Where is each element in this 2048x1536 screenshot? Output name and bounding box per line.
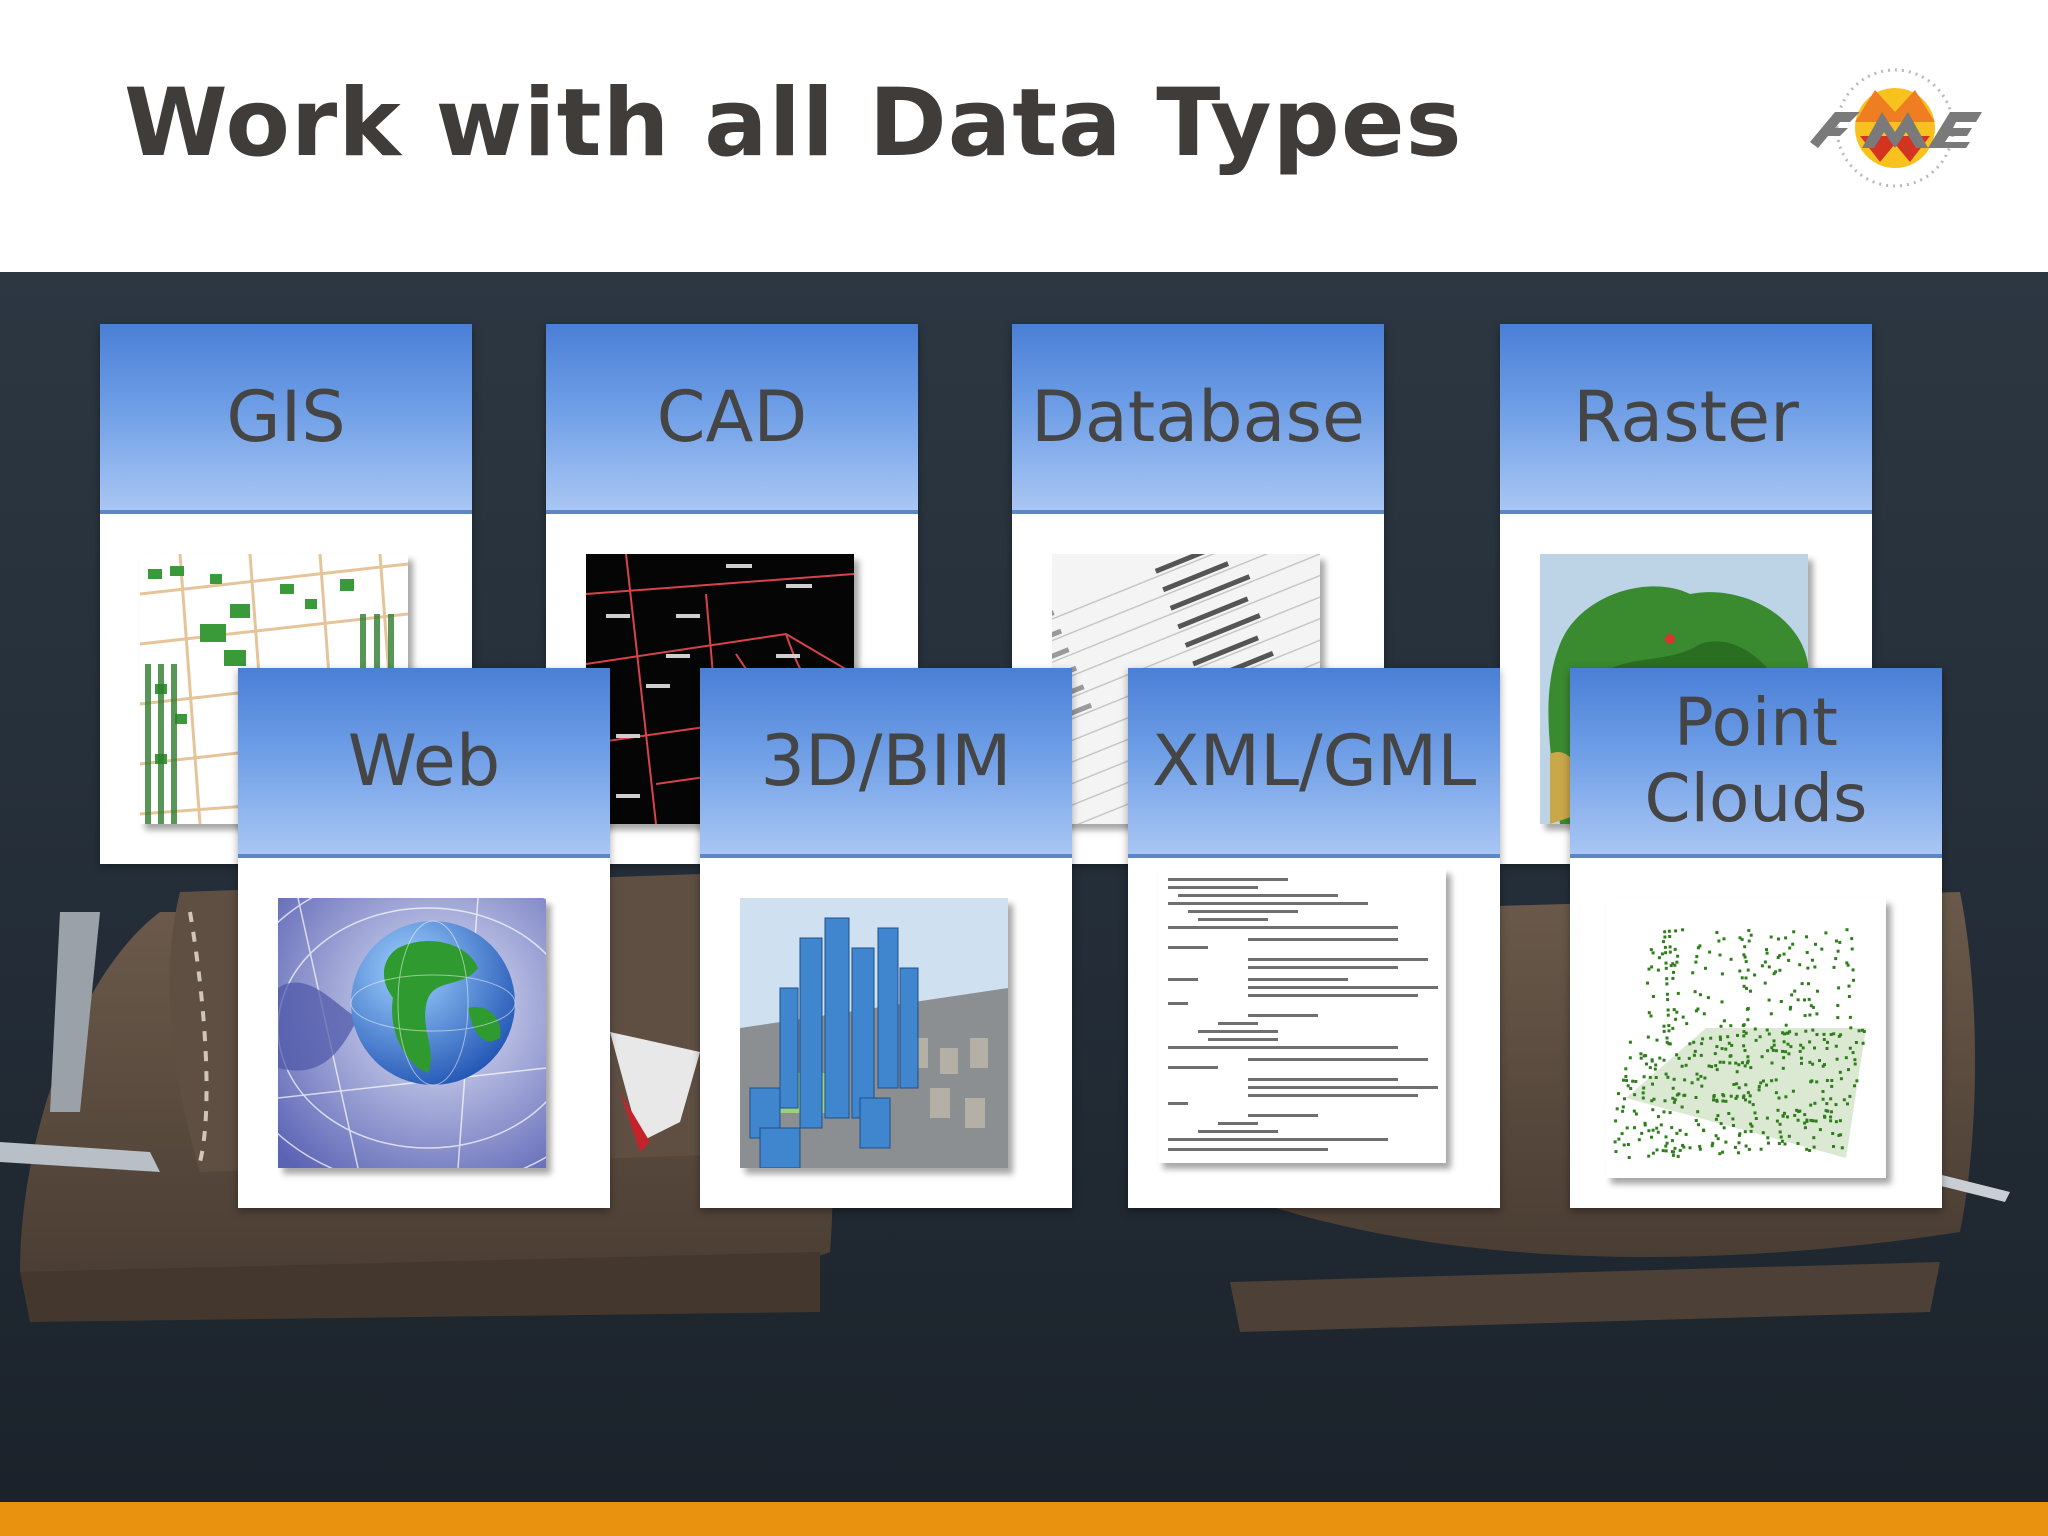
xml-document-icon: [1158, 868, 1446, 1163]
card-header-3d-bim: 3D/BIM: [700, 668, 1072, 858]
card-header-cad: CAD: [546, 324, 918, 514]
globe-icon: [278, 898, 546, 1168]
footer-accent-bar: [0, 1502, 2048, 1536]
card-label: Database: [1030, 375, 1365, 458]
card-label: GIS: [226, 375, 346, 458]
slide-title: Work with all Data Types: [124, 69, 1463, 178]
card-header-database: Database: [1012, 324, 1384, 514]
card-web: Web: [238, 668, 610, 1208]
card-point-clouds: Point Clouds: [1570, 668, 1942, 1208]
point-cloud-icon: [1606, 898, 1886, 1178]
card-label: XML/GML: [1151, 719, 1477, 802]
card-label: CAD: [656, 375, 808, 458]
card-label: Point Clouds: [1644, 684, 1868, 837]
city-3d-model-icon: [740, 898, 1008, 1168]
card-xml-gml: XML/GML: [1128, 668, 1500, 1208]
card-3d-bim: 3D/BIM: [700, 668, 1072, 1208]
card-header-web: Web: [238, 668, 610, 858]
card-header-raster: Raster: [1500, 324, 1872, 514]
fme-logo: [1800, 62, 1990, 192]
card-header-point-clouds: Point Clouds: [1570, 668, 1942, 858]
card-header-gis: GIS: [100, 324, 472, 514]
card-label: Web: [347, 719, 501, 802]
card-header-xml-gml: XML/GML: [1128, 668, 1500, 858]
card-label: Raster: [1573, 375, 1799, 458]
card-label: 3D/BIM: [760, 719, 1012, 802]
